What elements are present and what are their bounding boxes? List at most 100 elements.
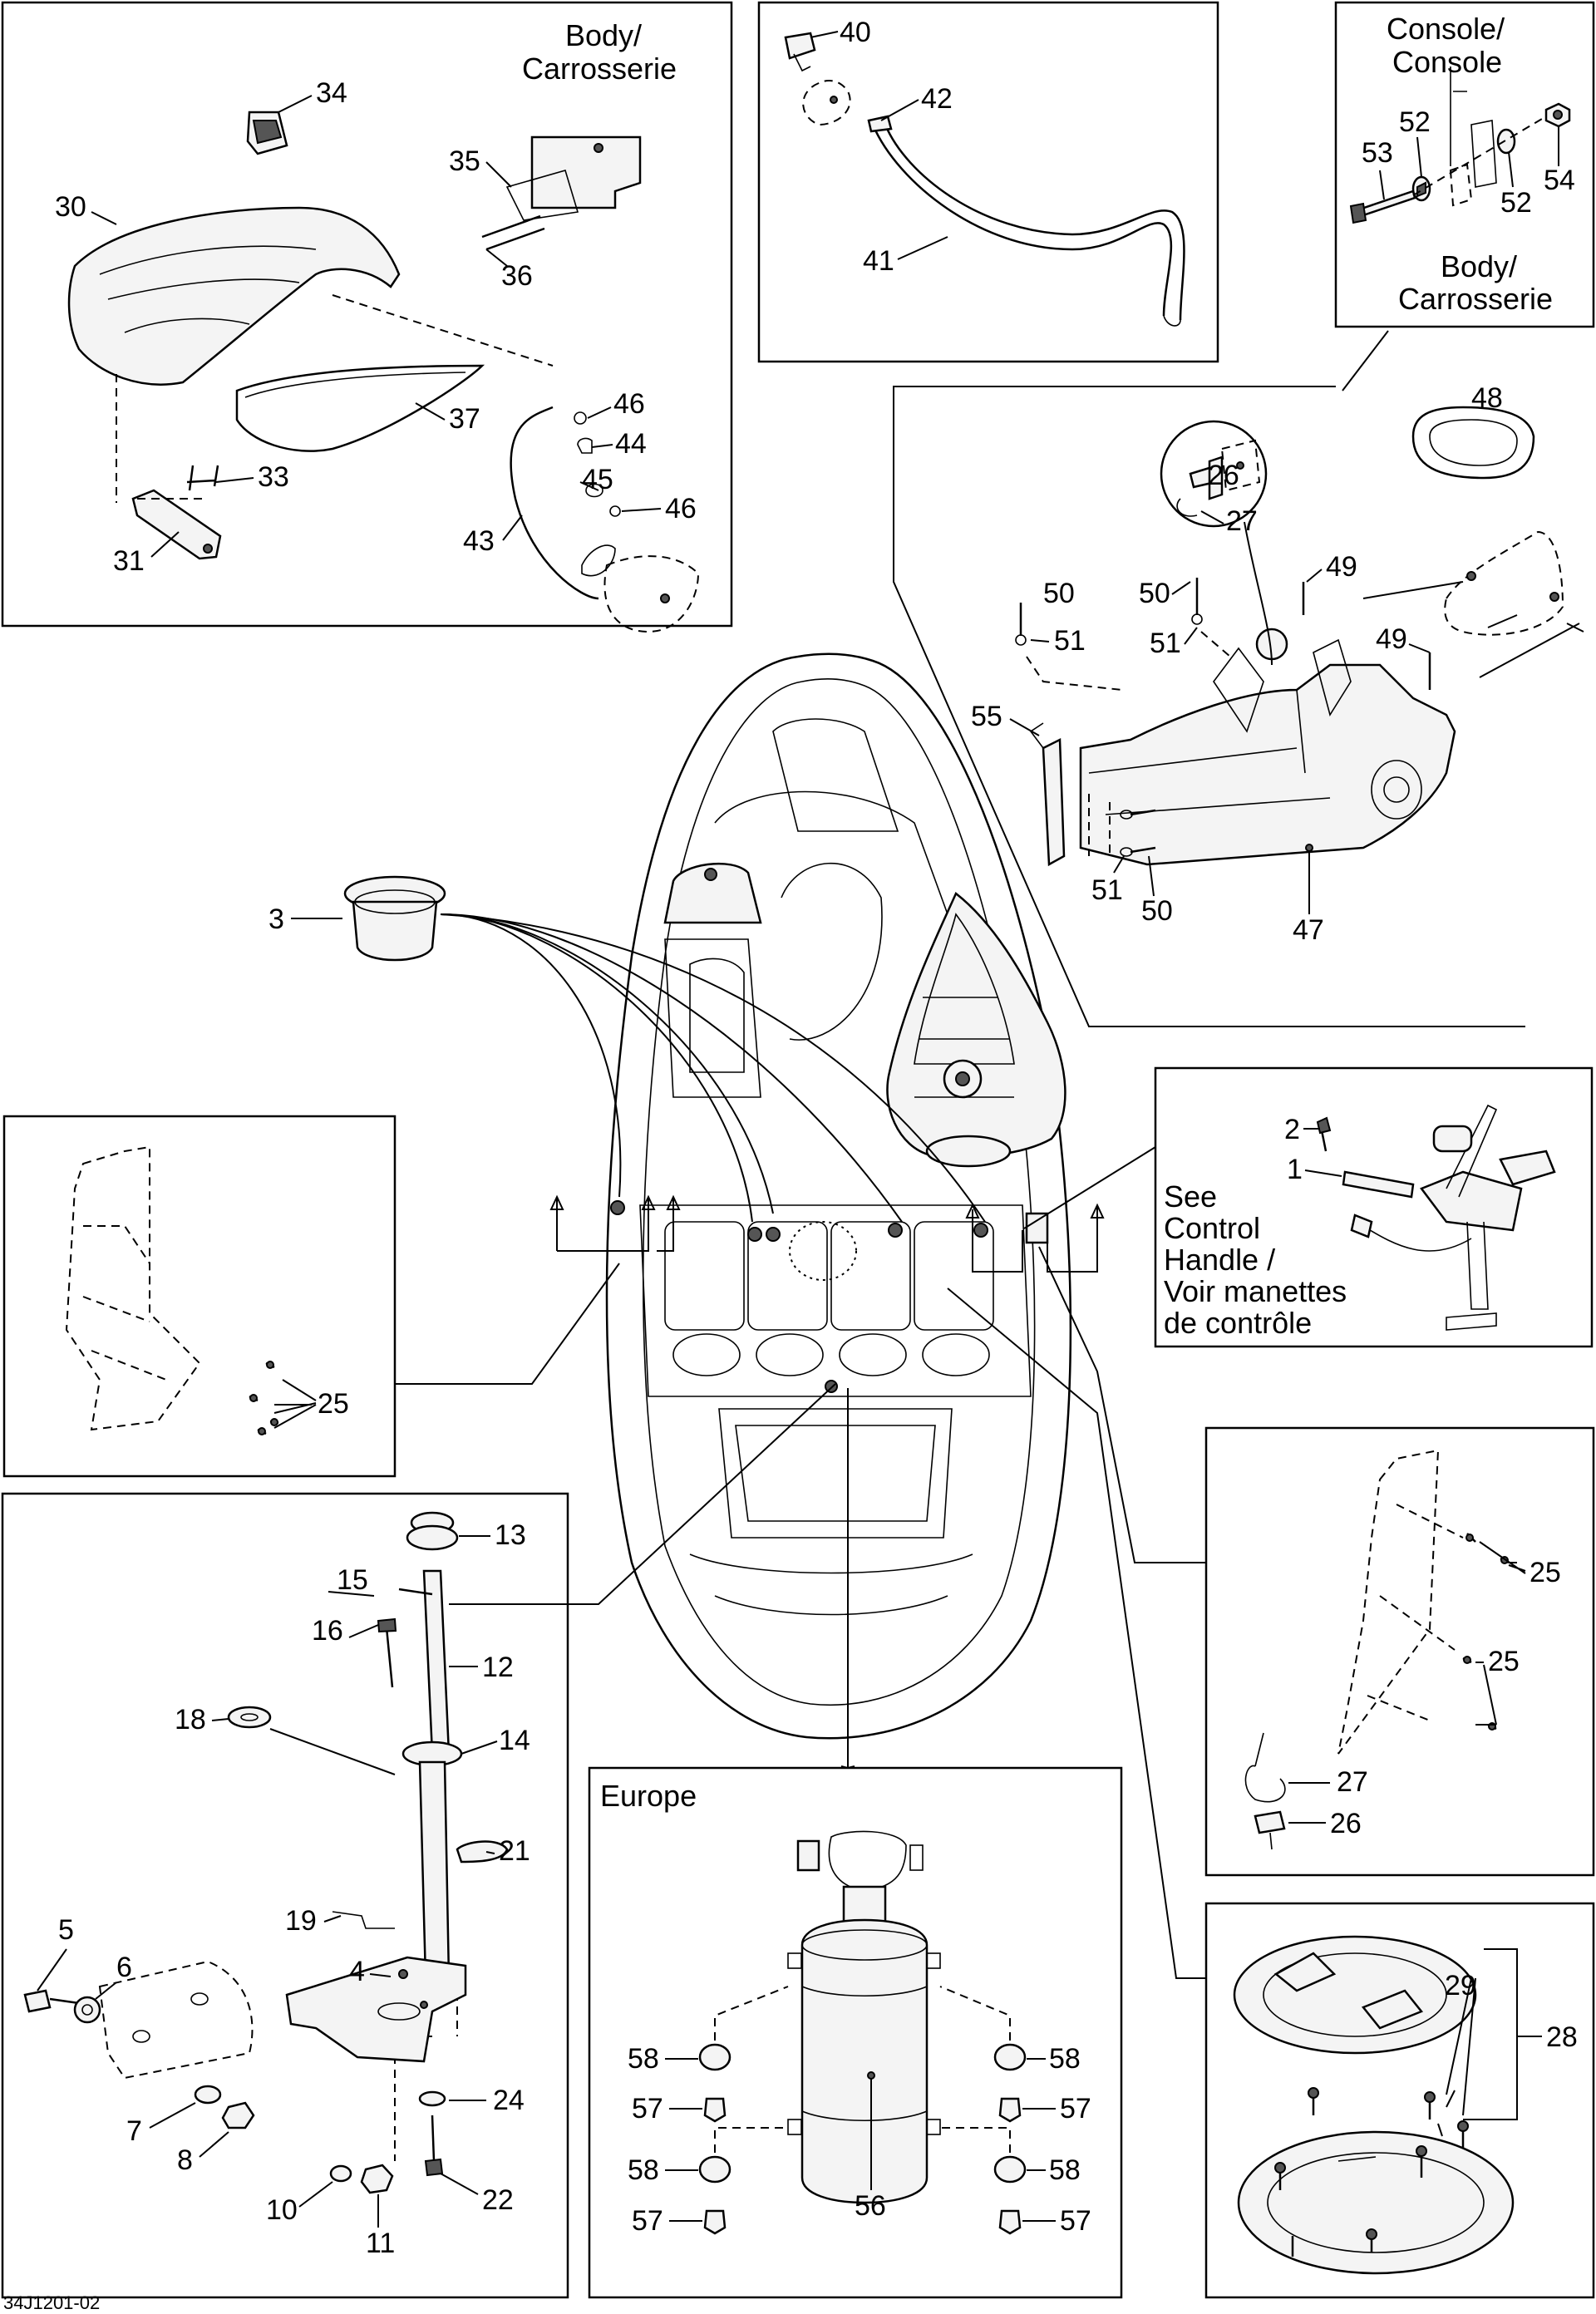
callout-34: 34 xyxy=(316,77,347,109)
callout-25-b: 25 xyxy=(1530,1557,1561,1588)
note-body-carrosserie-top: Body/ Carrosserie xyxy=(522,18,677,86)
callout-50-c: 50 xyxy=(1141,895,1173,927)
svg-text:Body/: Body/ xyxy=(1441,249,1517,283)
callout-56: 56 xyxy=(855,2190,886,2222)
callout-26: 26 xyxy=(1208,460,1239,491)
svg-text:Handle /: Handle / xyxy=(1164,1243,1275,1277)
callout-42: 42 xyxy=(921,83,953,115)
callout-27: 27 xyxy=(1226,505,1258,537)
callout-labels: 40 42 41 34 30 35 36 37 33 31 46 44 45 4… xyxy=(37,17,1578,2259)
callout-58-c: 58 xyxy=(628,2154,659,2186)
callout-29: 29 xyxy=(1445,1970,1476,2001)
callout-15: 15 xyxy=(337,1564,368,1596)
panel-tube xyxy=(757,1,1219,363)
callout-19: 19 xyxy=(285,1905,317,1937)
lower-fasteners xyxy=(23,1960,446,2194)
callout-25: 25 xyxy=(318,1388,349,1420)
callout-10: 10 xyxy=(266,2194,298,2226)
callout-4: 4 xyxy=(349,1956,365,1987)
cup-holder xyxy=(343,875,446,962)
callout-35: 35 xyxy=(449,145,480,177)
fire-extinguisher xyxy=(787,1830,941,2204)
callout-22: 22 xyxy=(482,2184,514,2216)
drain-plug xyxy=(784,32,816,72)
panel-steering-column xyxy=(1,1492,569,2299)
console-fasteners xyxy=(1349,66,1571,224)
callout-58: 58 xyxy=(628,2043,659,2075)
latch-bracket xyxy=(481,135,642,251)
panel-side-left xyxy=(2,1115,397,1478)
svg-text:Control: Control xyxy=(1164,1211,1260,1245)
callout-12: 12 xyxy=(482,1652,514,1683)
callout-53: 53 xyxy=(1362,137,1393,169)
hull-deck xyxy=(605,652,1072,1740)
callout-51-b: 51 xyxy=(1150,628,1181,659)
callout-47: 47 xyxy=(1293,914,1324,946)
panel-control-handle xyxy=(1154,1066,1594,1348)
callout-21: 21 xyxy=(499,1835,530,1867)
callout-37: 37 xyxy=(449,403,480,435)
svg-text:Carrosserie: Carrosserie xyxy=(522,52,677,86)
svg-text:de contrôle: de contrôle xyxy=(1164,1306,1312,1340)
callout-5: 5 xyxy=(58,1914,74,1946)
callout-30: 30 xyxy=(55,191,86,223)
callout-1: 1 xyxy=(1287,1154,1303,1185)
callout-50: 50 xyxy=(1043,578,1075,609)
callout-24: 24 xyxy=(493,2085,525,2116)
callout-40: 40 xyxy=(840,17,871,48)
callout-49: 49 xyxy=(1326,551,1357,583)
callout-58-d: 58 xyxy=(1049,2154,1081,2186)
svg-text:Console/: Console/ xyxy=(1387,12,1505,46)
panel-rear-storage xyxy=(1,1,733,628)
callout-46-b: 46 xyxy=(665,493,697,524)
callout-16: 16 xyxy=(312,1615,343,1647)
vent-tube xyxy=(867,115,1185,327)
storage-seal xyxy=(235,364,485,452)
callout-26-b: 26 xyxy=(1330,1808,1362,1839)
callout-2: 2 xyxy=(1284,1114,1300,1145)
callout-50-b: 50 xyxy=(1139,578,1170,609)
svg-text:Carrosserie: Carrosserie xyxy=(1398,282,1553,316)
callout-57: 57 xyxy=(632,2093,663,2124)
callout-51: 51 xyxy=(1054,625,1086,657)
callout-58-b: 58 xyxy=(1049,2043,1081,2075)
callout-3: 3 xyxy=(268,903,284,935)
control-handle xyxy=(1316,1104,1556,1331)
hatch-ring xyxy=(1233,1935,1515,2275)
hinge-bracket xyxy=(131,465,222,560)
callout-14: 14 xyxy=(499,1725,530,1756)
callout-13: 13 xyxy=(495,1519,526,1551)
callout-33: 33 xyxy=(258,461,289,493)
callout-52: 52 xyxy=(1399,106,1431,138)
callout-11: 11 xyxy=(366,2228,395,2259)
panel-hatch-ring xyxy=(1204,1902,1595,2299)
callout-28: 28 xyxy=(1546,2021,1578,2053)
note-see-control-handle: See Control Handle / Voir manettes de co… xyxy=(1164,1179,1347,1340)
rivet-detail xyxy=(1160,420,1273,666)
callout-41: 41 xyxy=(863,245,894,277)
note-body-carrosserie-right: Body/ Carrosserie xyxy=(1398,249,1553,316)
callout-48: 48 xyxy=(1471,382,1503,414)
callout-8: 8 xyxy=(177,2144,193,2176)
console-gasket xyxy=(1411,406,1535,480)
svg-text:See: See xyxy=(1164,1179,1217,1214)
callout-44: 44 xyxy=(615,428,647,460)
callout-55: 55 xyxy=(971,701,1002,732)
cable-assembly xyxy=(510,406,700,633)
callout-7: 7 xyxy=(126,2115,142,2147)
callout-27-b: 27 xyxy=(1337,1766,1368,1798)
panel-console xyxy=(1334,1,1595,328)
callout-57-d: 57 xyxy=(1060,2205,1091,2237)
callout-6: 6 xyxy=(116,1952,132,1983)
rear-storage-cover xyxy=(67,111,401,386)
callout-52-b: 52 xyxy=(1500,187,1532,219)
svg-text:Voir manettes: Voir manettes xyxy=(1164,1274,1347,1308)
callout-46: 46 xyxy=(613,388,645,420)
extinguisher-fasteners xyxy=(698,1986,1027,2235)
callout-31: 31 xyxy=(113,545,145,577)
callout-25-c: 25 xyxy=(1488,1646,1520,1677)
side-panel-left xyxy=(65,1145,279,1435)
callout-57-c: 57 xyxy=(632,2205,663,2237)
drawing-id: 34J1201-02 xyxy=(3,2292,100,2313)
